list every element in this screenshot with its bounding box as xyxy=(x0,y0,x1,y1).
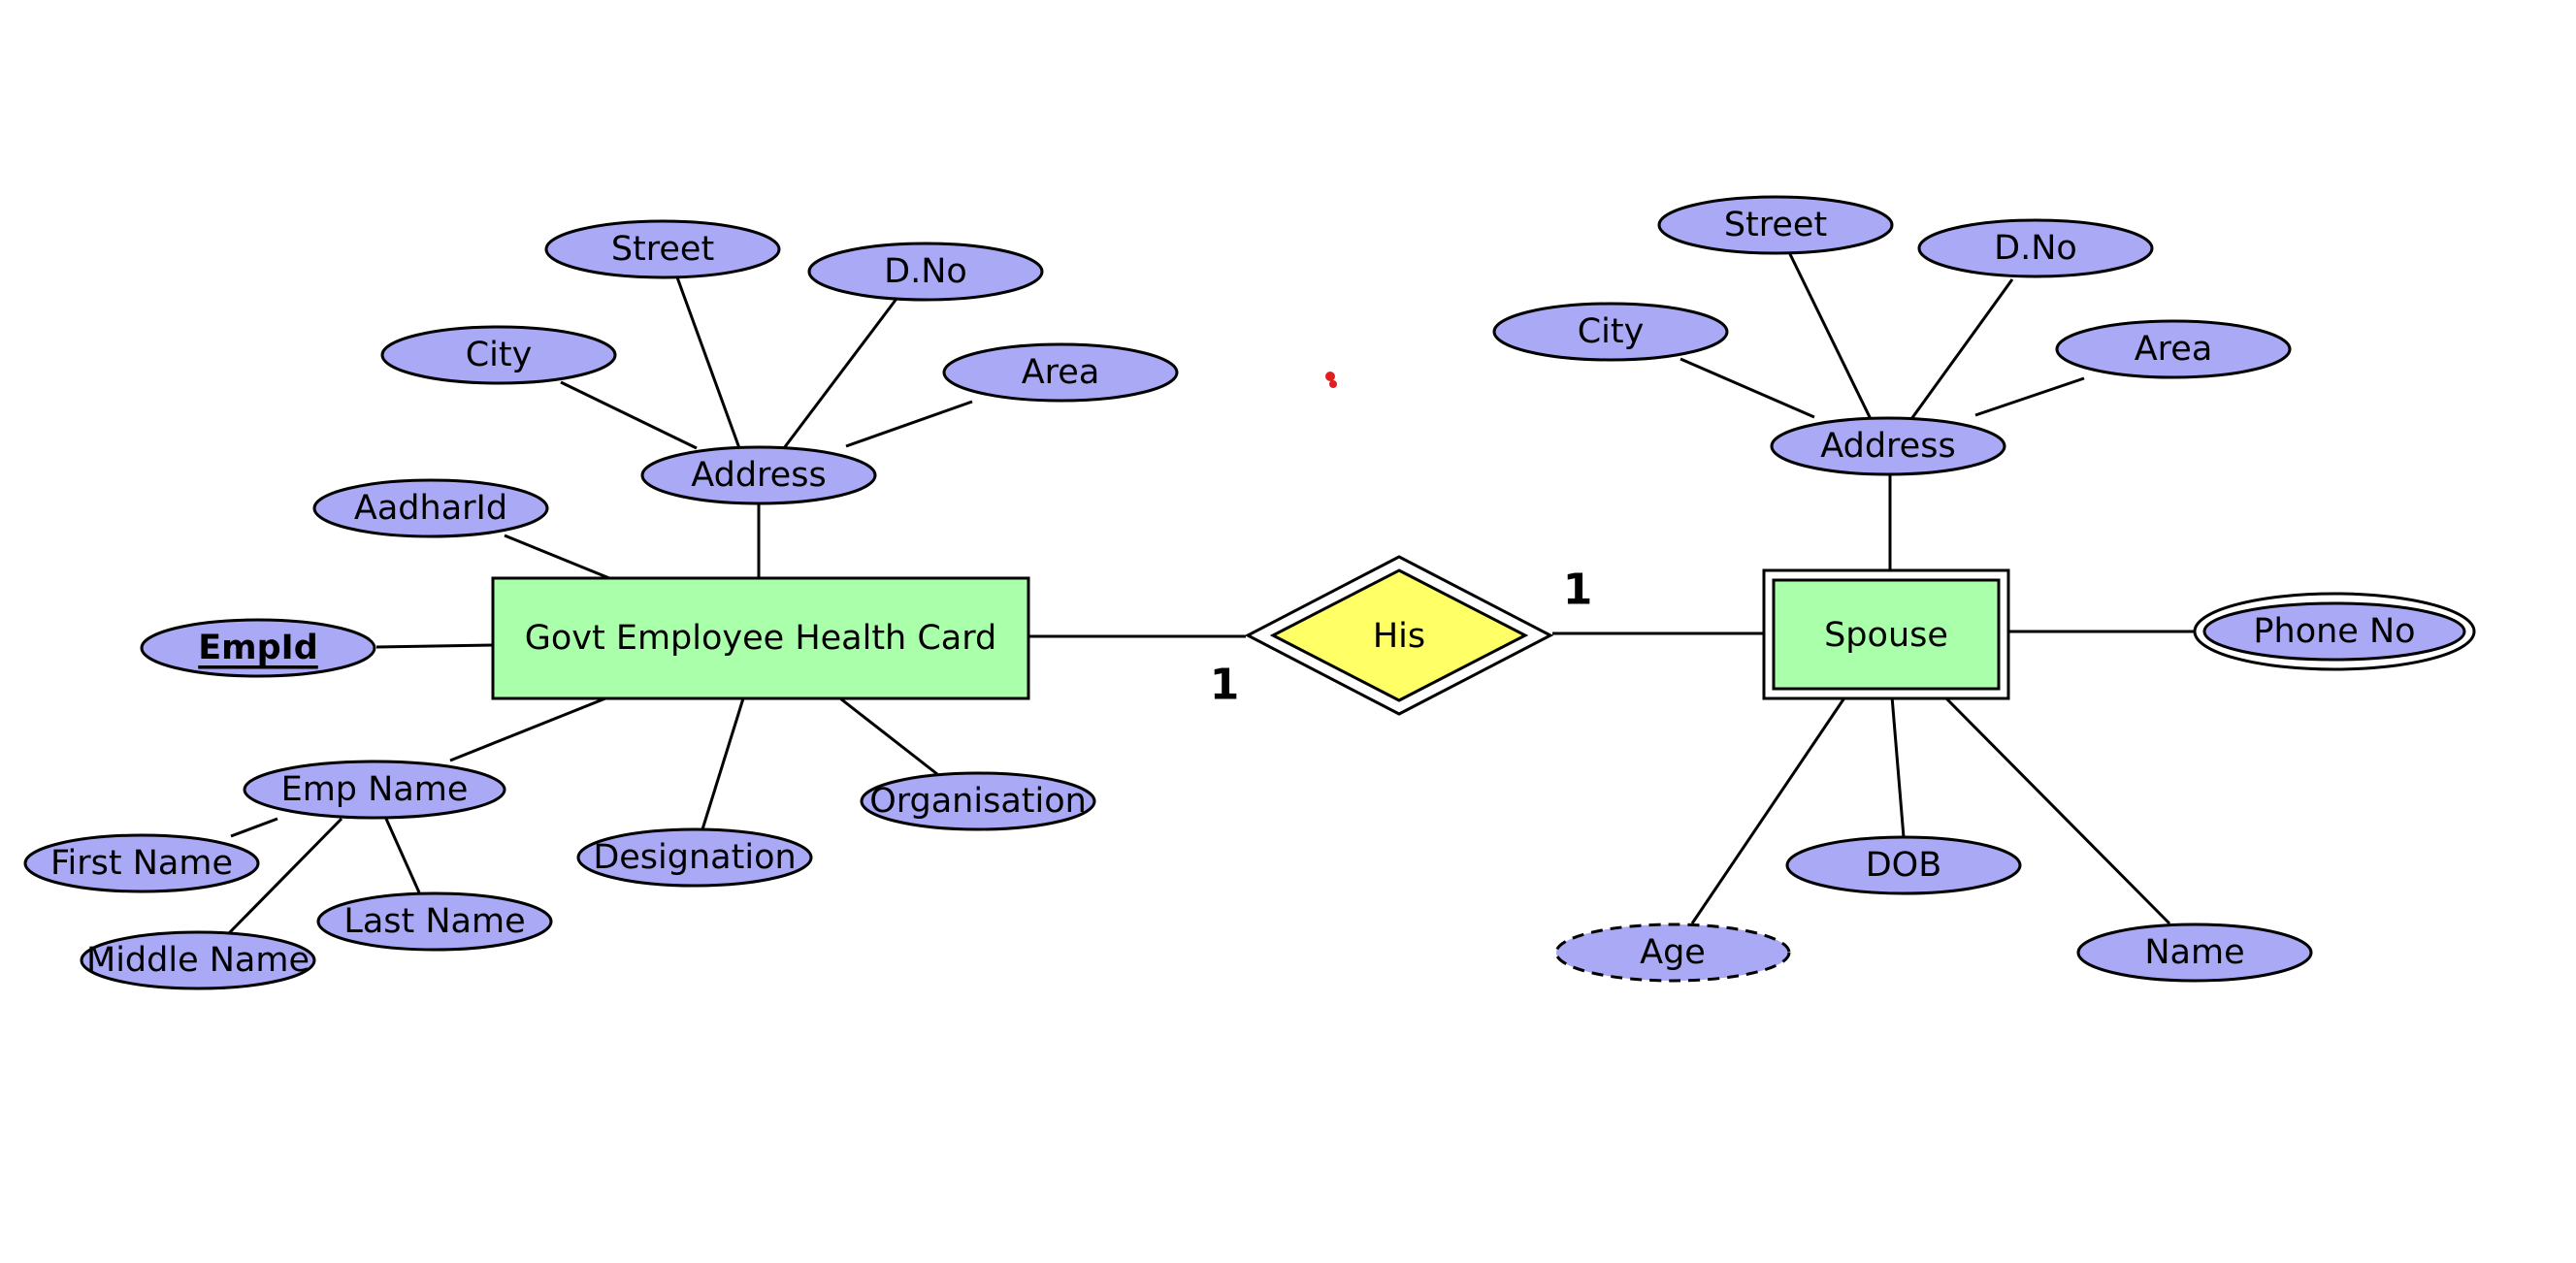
cardinality-spouse: 1 xyxy=(1563,566,1593,615)
edge-empname-middlename xyxy=(227,817,343,935)
attr-employee-city[interactable]: City xyxy=(380,325,617,385)
edge-employee-empid xyxy=(375,643,494,649)
cardinality-employee: 1 xyxy=(1210,661,1240,710)
attr-employee-address-shape xyxy=(640,445,877,505)
attr-employee-city-label: City xyxy=(466,336,533,374)
attr-employee-street-shape xyxy=(544,219,781,279)
attr-spouse-street-label: Street xyxy=(1724,206,1827,244)
relationship-his[interactable]: His xyxy=(1244,555,1554,716)
attr-spouse-area-shape xyxy=(2055,319,2292,379)
attr-employee-empid-shape xyxy=(140,618,376,678)
entity-spouse-label: Spouse xyxy=(1824,616,1948,655)
attr-spouse-phoneno-shape xyxy=(2202,601,2466,662)
attr-spouse-area[interactable]: Area xyxy=(2055,319,2292,379)
attr-employee-street-label: Street xyxy=(611,230,714,269)
attr-employee-empid[interactable]: EmpId xyxy=(140,618,376,678)
edge-address-street xyxy=(675,276,741,449)
attr-employee-empname-label: Emp Name xyxy=(281,770,469,809)
attr-employee-dno-shape xyxy=(807,242,1044,302)
attr-employee-address-label: Address xyxy=(691,456,826,495)
edge-address-city xyxy=(560,380,698,450)
attr-employee-aadharid[interactable]: AadharId xyxy=(312,478,549,538)
attr-employee-lastname-label: Last Name xyxy=(343,902,525,941)
edge-empname-firstname xyxy=(230,817,278,838)
attr-spouse-address[interactable]: Address xyxy=(1770,416,2006,476)
attr-employee-street[interactable]: Street xyxy=(544,219,781,279)
attr-employee-dno-label: D.No xyxy=(884,252,967,291)
attr-spouse-city-shape xyxy=(1492,302,1729,362)
attr-employee-middlename-label: Middle Name xyxy=(86,941,310,980)
edge-address-dno xyxy=(782,298,898,449)
attr-spouse-dob[interactable]: DOB xyxy=(1785,835,2022,895)
attr-spouse-dno-label: D.No xyxy=(1994,229,2077,268)
attr-spouse-street-shape xyxy=(1657,195,1894,255)
attr-employee-middlename-shape xyxy=(80,930,316,990)
edge-empname-lastname xyxy=(384,818,421,893)
edge-employee-empname xyxy=(449,696,606,762)
entity-employee-box xyxy=(491,576,1030,700)
attr-employee-city-shape xyxy=(380,325,617,385)
attr-employee-aadharid-label: AadharId xyxy=(354,489,507,528)
edge-employee-designation xyxy=(701,697,745,830)
edge-spouse-name xyxy=(1942,695,2171,925)
attr-employee-empid-label: EmpId xyxy=(198,629,318,667)
attr-spouse-name-label: Name xyxy=(2144,933,2244,972)
edge-spouse-address-city xyxy=(1679,357,1815,419)
edge-address-area xyxy=(845,400,973,448)
attr-employee-organisation-label: Organisation xyxy=(869,782,1087,821)
attr-employee-firstname-shape xyxy=(23,833,260,893)
attr-spouse-dno[interactable]: D.No xyxy=(1917,218,2154,278)
attr-spouse-dno-shape xyxy=(1917,218,2154,278)
attr-employee-designation-label: Designation xyxy=(593,838,796,877)
attr-spouse-age-shape xyxy=(1554,923,1791,983)
entity-employee[interactable]: Govt Employee Health Card xyxy=(491,576,1030,700)
edge-spouse-dob xyxy=(1890,696,1906,838)
attr-spouse-dob-shape xyxy=(1785,835,2022,895)
attr-employee-firstname[interactable]: First Name xyxy=(23,833,260,893)
entity-employee-label: Govt Employee Health Card xyxy=(525,619,997,658)
attr-spouse-city-label: City xyxy=(1578,312,1645,351)
attr-employee-area[interactable]: Area xyxy=(942,342,1179,403)
edge-employee-organisation xyxy=(839,696,938,776)
attr-spouse-phoneno[interactable]: Phone No xyxy=(2193,592,2476,671)
attr-employee-lastname[interactable]: Last Name xyxy=(316,891,553,952)
attr-spouse-city[interactable]: City xyxy=(1492,302,1729,362)
attr-spouse-name-shape xyxy=(2076,923,2313,983)
edge-spouse-age xyxy=(1690,696,1847,924)
attr-spouse-address-shape xyxy=(1770,416,2006,476)
attr-employee-area-shape xyxy=(942,342,1179,403)
attr-employee-organisation-shape xyxy=(860,771,1096,831)
edge-spouse-address-area xyxy=(1974,376,2085,417)
attr-spouse-address-label: Address xyxy=(1820,427,1955,466)
attr-employee-lastname-shape xyxy=(316,891,553,952)
attr-employee-designation-shape xyxy=(576,827,813,888)
edges xyxy=(227,251,2195,935)
attr-employee-area-label: Area xyxy=(1022,353,1100,392)
attr-spouse-dob-label: DOB xyxy=(1866,846,1942,885)
attr-employee-empname[interactable]: Emp Name xyxy=(243,760,506,820)
attr-employee-designation[interactable]: Designation xyxy=(576,827,813,888)
entity-spouse-box xyxy=(1772,578,2001,691)
attr-spouse-age[interactable]: Age xyxy=(1554,923,1791,983)
attr-spouse-phoneno-label: Phone No xyxy=(2253,612,2415,651)
attr-spouse-area-label: Area xyxy=(2135,330,2213,369)
attr-employee-empname-shape xyxy=(243,760,506,820)
entity-spouse[interactable]: Spouse xyxy=(1762,568,2010,700)
attr-employee-dno[interactable]: D.No xyxy=(807,242,1044,302)
edge-spouse-address-street xyxy=(1787,251,1873,420)
attr-employee-address[interactable]: Address xyxy=(640,445,877,505)
relationship-his-label: His xyxy=(1373,617,1425,656)
attr-spouse-street[interactable]: Street xyxy=(1657,195,1894,255)
relationship-his-inner xyxy=(1269,568,1529,702)
attr-spouse-age-label: Age xyxy=(1640,933,1706,972)
edge-spouse-address-dno xyxy=(1909,278,2014,420)
edge-employee-aadharid xyxy=(504,534,610,580)
attr-employee-organisation[interactable]: Organisation xyxy=(860,771,1096,831)
attr-employee-firstname-label: First Name xyxy=(50,844,233,883)
attr-employee-middlename[interactable]: Middle Name xyxy=(80,930,316,990)
attr-spouse-name[interactable]: Name xyxy=(2076,923,2313,983)
stray-red-mark xyxy=(1325,372,1337,388)
attr-employee-aadharid-shape xyxy=(312,478,549,538)
